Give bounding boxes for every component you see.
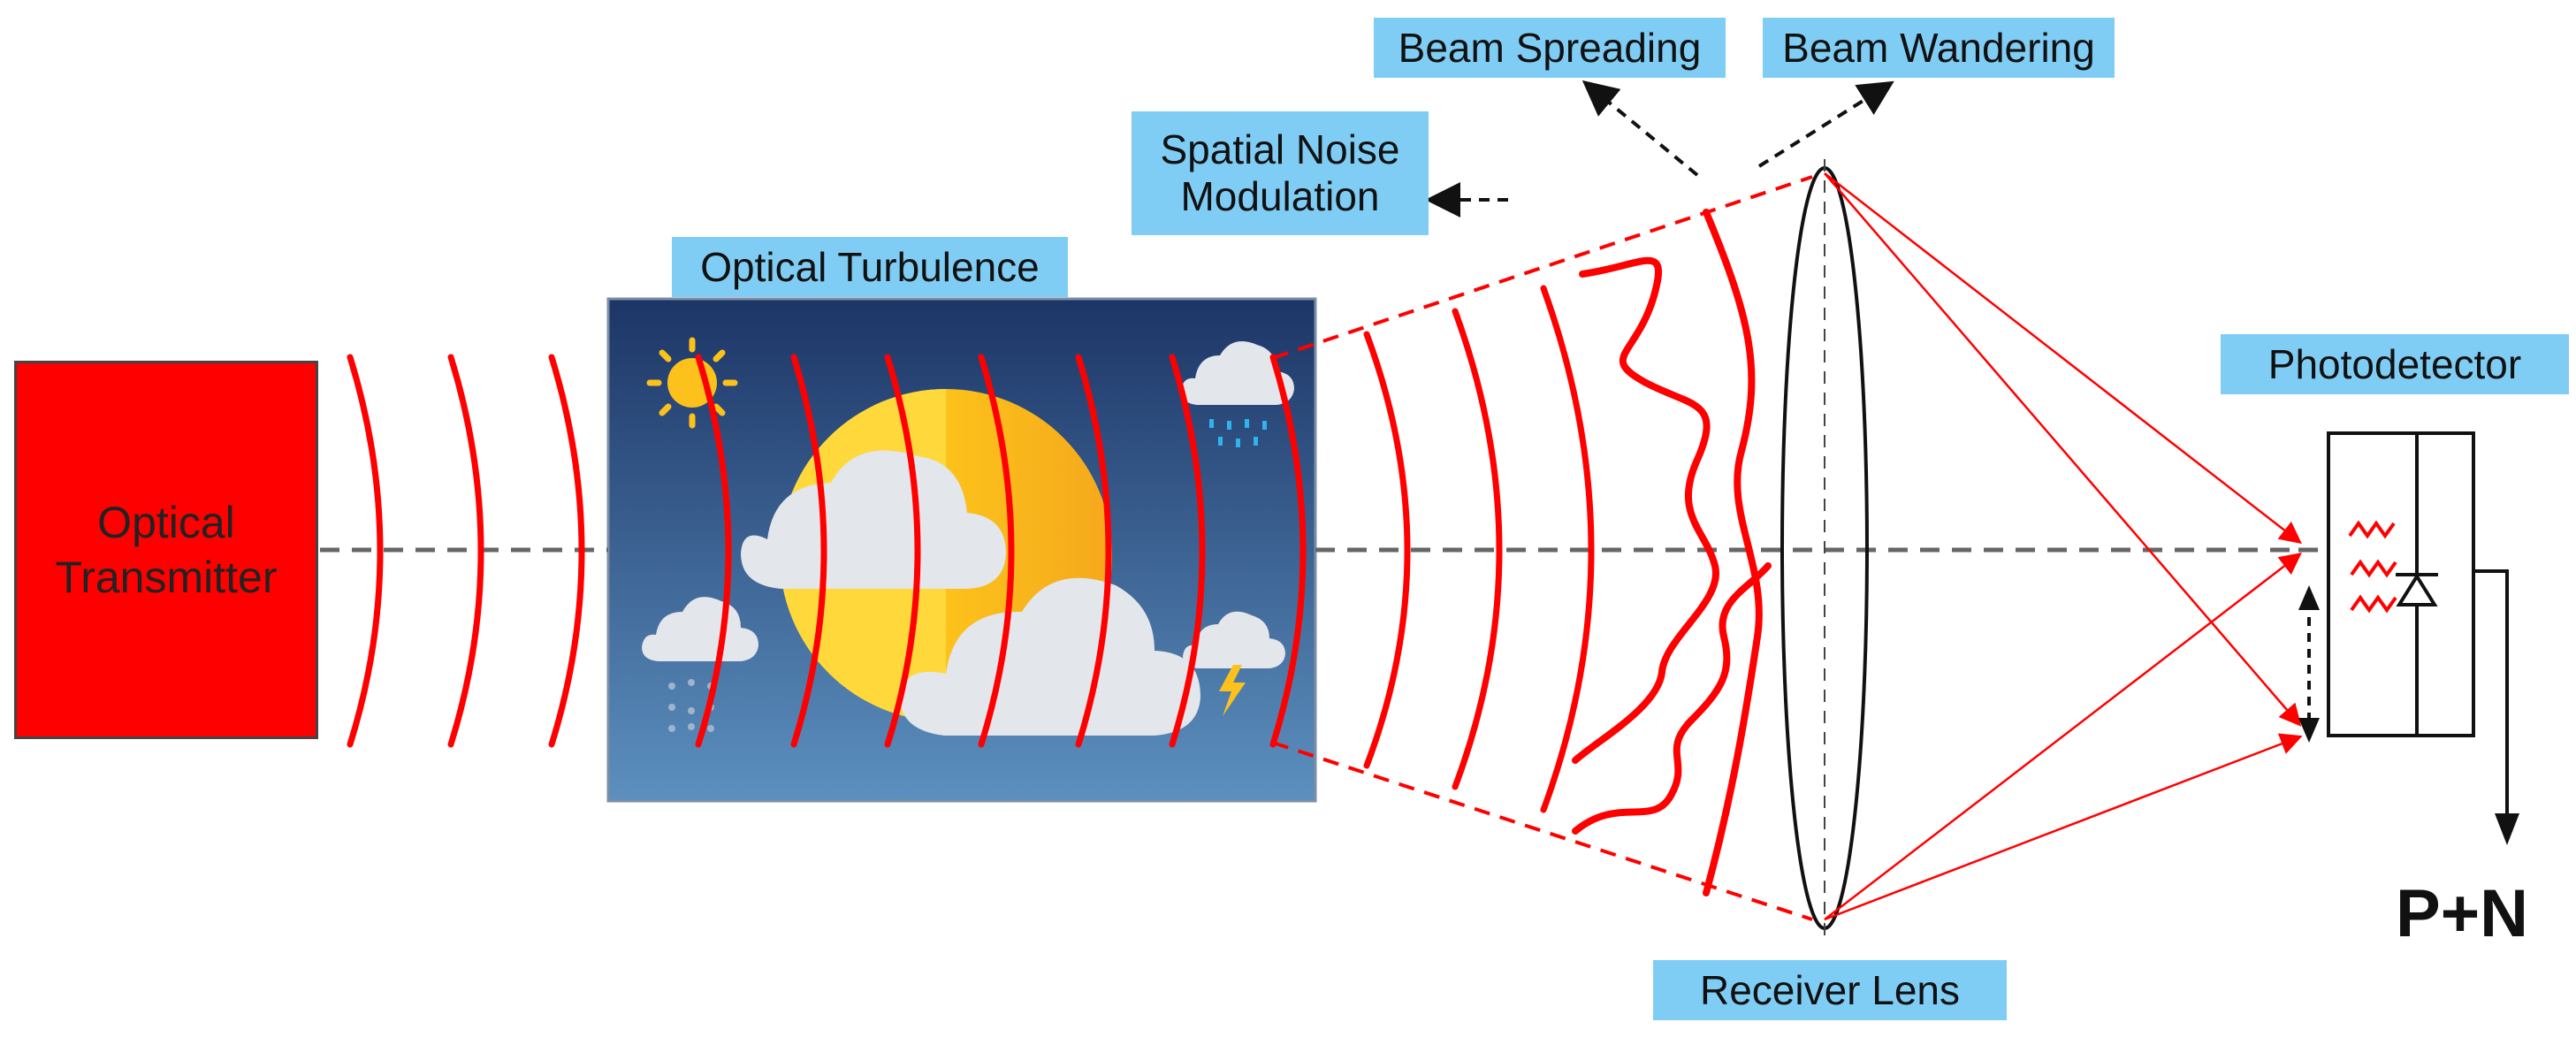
transmitter-label-line2: Transmitter — [55, 553, 278, 602]
turbulence-panel — [606, 297, 1317, 803]
transmitter-label-line1: Optical — [97, 497, 235, 547]
optical-transmitter-box: Optical Transmitter — [14, 361, 318, 739]
distorted-wavefronts — [1572, 209, 1772, 896]
beam-wandering-label: Beam Wandering — [1763, 18, 2115, 78]
wavefront-arcs — [347, 285, 1595, 813]
lightning-cloud-icon — [1183, 611, 1285, 716]
receiver-lens-icon — [1780, 159, 1869, 937]
optical-turbulence-label: Optical Turbulence — [672, 237, 1068, 297]
wander-arrows — [1425, 80, 1894, 217]
beam-spreading-label: Beam Spreading — [1374, 18, 1726, 78]
transmitter-label: Optical Transmitter — [56, 495, 278, 606]
output-signal-label: P+N — [2396, 876, 2528, 951]
photodetector-label: Photodetector — [2221, 334, 2569, 394]
receiver-lens-label: Receiver Lens — [1653, 960, 2007, 1020]
rain-cloud-icon — [642, 597, 758, 732]
spatial-noise-line1: Spatial Noise — [1160, 126, 1400, 173]
photodiode-icon — [2327, 431, 2519, 845]
focusing-rays — [1824, 172, 2303, 921]
rain-cloud-icon — [1181, 341, 1294, 447]
spatial-noise-modulation-label: Spatial Noise Modulation — [1132, 111, 1429, 235]
beam-envelope — [1272, 175, 1813, 921]
spatial-noise-line2: Modulation — [1180, 173, 1380, 219]
